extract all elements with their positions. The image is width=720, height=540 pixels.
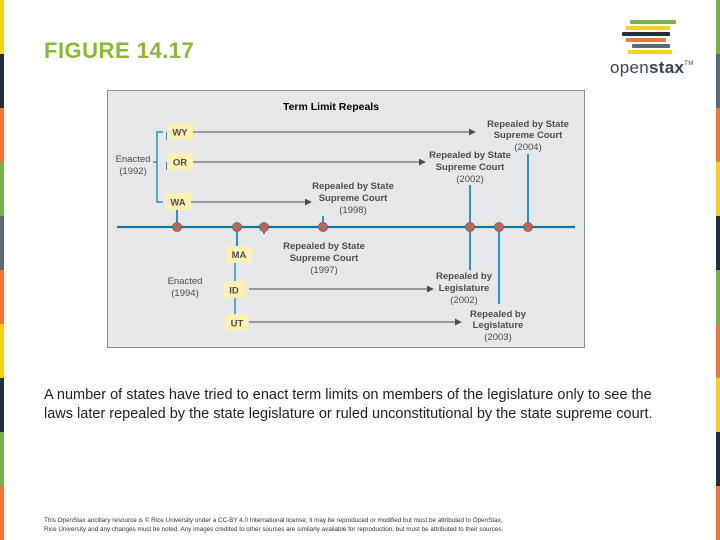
svg-text:(2004): (2004) bbox=[514, 142, 541, 153]
repeal-label-wy: Repealed by State Supreme Court (2004) bbox=[487, 119, 569, 153]
group-1992-bracket bbox=[153, 131, 163, 203]
svg-text:Repealed by State: Repealed by State bbox=[312, 181, 394, 192]
svg-text:Legislature: Legislature bbox=[439, 283, 490, 294]
enacted-1994-label: Enacted (1994) bbox=[168, 276, 203, 299]
state-label-id: ID bbox=[223, 281, 245, 298]
svg-text:ID: ID bbox=[229, 286, 239, 297]
logo-stripe bbox=[622, 32, 670, 36]
enacted-1992-label: Enacted (1992) bbox=[116, 154, 151, 177]
repeal-label-wa: Repealed by State Supreme Court (1998) bbox=[312, 181, 394, 216]
svg-text:Supreme Court: Supreme Court bbox=[290, 253, 359, 264]
edge-stripe-segment bbox=[716, 432, 720, 486]
repeal-label-ut: Repealed by Legislature (2003) bbox=[470, 309, 527, 343]
svg-text:(1994): (1994) bbox=[171, 288, 198, 299]
repeal-label-id: Repealed by Legislature (2002) bbox=[436, 271, 493, 306]
svg-text:Supreme Court: Supreme Court bbox=[319, 193, 388, 204]
timeline-node-wa bbox=[172, 222, 182, 232]
svg-text:Repealed by: Repealed by bbox=[470, 309, 527, 320]
license-footer-line: Rice University and any changes must be … bbox=[44, 526, 504, 533]
edge-stripe-segment bbox=[716, 162, 720, 216]
edge-stripe-segment bbox=[0, 270, 4, 324]
svg-text:(2003): (2003) bbox=[484, 332, 511, 343]
term-limit-diagram: Term Limit Repeals Enacted (1992) Enacte… bbox=[107, 90, 585, 348]
edge-stripe-segment bbox=[716, 54, 720, 108]
svg-text:Repealed by State: Repealed by State bbox=[487, 119, 569, 130]
svg-text:(2002): (2002) bbox=[456, 174, 483, 185]
edge-stripe-segment bbox=[0, 0, 4, 54]
right-edge-stripe bbox=[716, 0, 720, 540]
timeline-node-2002 bbox=[465, 222, 475, 232]
diagram-title: Term Limit Repeals bbox=[283, 101, 379, 113]
edge-stripe-segment bbox=[0, 54, 4, 108]
svg-text:Enacted: Enacted bbox=[168, 276, 203, 287]
left-edge-stripe bbox=[0, 0, 4, 540]
repeal-label-or: Repealed by State Supreme Court (2002) bbox=[429, 150, 511, 185]
edge-stripe-segment bbox=[0, 324, 4, 378]
svg-text:(1992): (1992) bbox=[119, 166, 146, 177]
edge-stripe-segment bbox=[0, 108, 4, 162]
timeline-node-2003 bbox=[494, 222, 504, 232]
edge-stripe-segment bbox=[0, 216, 4, 270]
repeal-label-ma: Repealed by State Supreme Court (1997) bbox=[283, 241, 365, 276]
state-label-wy: WY bbox=[167, 123, 193, 140]
edge-stripe-segment bbox=[716, 270, 720, 324]
svg-text:WY: WY bbox=[172, 128, 188, 139]
edge-stripe-segment bbox=[0, 486, 4, 540]
svg-text:Legislature: Legislature bbox=[473, 320, 524, 331]
timeline-node-1998 bbox=[318, 222, 328, 232]
logo-stripe bbox=[626, 38, 666, 42]
svg-text:Enacted: Enacted bbox=[116, 154, 151, 165]
edge-stripe-segment bbox=[0, 378, 4, 432]
edge-stripe-segment bbox=[716, 378, 720, 432]
svg-text:(1997): (1997) bbox=[310, 265, 337, 276]
logo-stripe bbox=[632, 44, 670, 48]
logo-stripe bbox=[630, 20, 676, 24]
logo-wordmark: openstaxTM bbox=[610, 58, 694, 77]
svg-text:MA: MA bbox=[232, 250, 247, 261]
edge-stripe-segment bbox=[716, 216, 720, 270]
edge-stripe-segment bbox=[716, 486, 720, 540]
svg-text:Supreme Court: Supreme Court bbox=[494, 130, 563, 141]
svg-text:(1998): (1998) bbox=[339, 205, 366, 216]
license-footer: This OpenStax ancillary resource is © Ri… bbox=[44, 516, 684, 534]
svg-text:WA: WA bbox=[170, 198, 185, 209]
edge-stripe-segment bbox=[0, 162, 4, 216]
edge-stripe-segment bbox=[716, 324, 720, 378]
state-label-ma: MA bbox=[226, 246, 252, 263]
edge-stripe-segment bbox=[716, 0, 720, 54]
logo-stripe bbox=[628, 50, 672, 54]
timeline-node-2004 bbox=[523, 222, 533, 232]
svg-text:Repealed by: Repealed by bbox=[436, 271, 493, 282]
svg-text:(2002): (2002) bbox=[450, 295, 477, 306]
state-label-or: OR bbox=[167, 153, 193, 170]
timeline-node-1997 bbox=[259, 222, 269, 232]
state-label-wa: WA bbox=[165, 193, 191, 210]
logo-stripe bbox=[626, 26, 670, 30]
figure-caption: A number of states have tried to enact t… bbox=[44, 387, 653, 422]
svg-text:Repealed by State: Repealed by State bbox=[283, 241, 365, 252]
svg-text:Repealed by State: Repealed by State bbox=[429, 150, 511, 161]
openstax-logo: openstaxTM bbox=[608, 18, 698, 80]
svg-text:OR: OR bbox=[173, 158, 187, 169]
state-label-ut: UT bbox=[226, 314, 248, 331]
svg-text:Supreme Court: Supreme Court bbox=[436, 162, 505, 173]
timeline-node-ma bbox=[232, 222, 242, 232]
edge-stripe-segment bbox=[716, 108, 720, 162]
edge-stripe-segment bbox=[0, 432, 4, 486]
svg-text:UT: UT bbox=[231, 319, 244, 330]
license-footer-line: This OpenStax ancillary resource is © Ri… bbox=[44, 517, 503, 524]
slide-title: FIGURE 14.17 bbox=[44, 38, 195, 63]
